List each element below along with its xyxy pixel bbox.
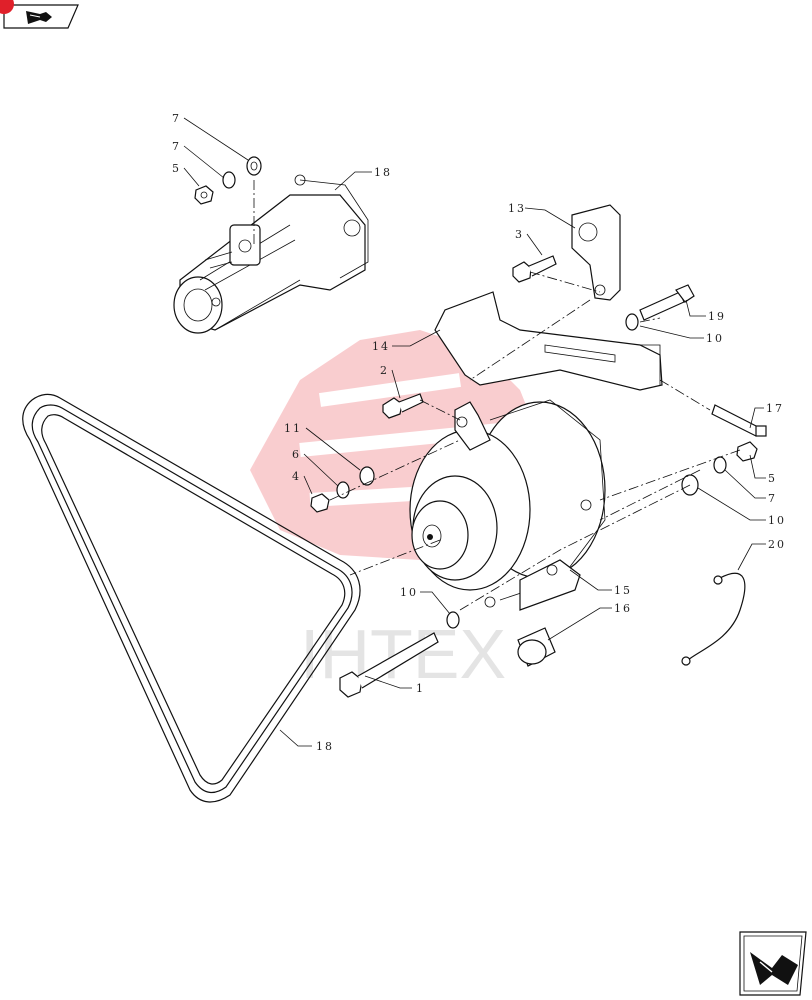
bolt-3 <box>512 255 557 283</box>
callout-17: 16 <box>614 602 632 615</box>
callout-4: 4 <box>292 470 301 483</box>
red-badge-icon <box>0 0 14 14</box>
nut-5-top <box>194 185 214 205</box>
arrow-right-icon <box>750 952 798 985</box>
washer-7-top <box>222 171 236 189</box>
callout-1: 1 <box>416 682 425 695</box>
washer-6 <box>336 481 350 499</box>
callout-2: 2 <box>380 364 389 377</box>
nut-4 <box>310 493 330 513</box>
v-belt-19 <box>22 393 361 803</box>
arrow-right-icon <box>26 11 52 24</box>
callout-20: 20 <box>768 538 786 551</box>
washer-11 <box>359 466 375 486</box>
callout-16: 17 <box>766 402 784 415</box>
washer-10-bottom <box>446 611 460 629</box>
next-page-button[interactable] <box>739 931 807 996</box>
previous-page-tab[interactable] <box>0 0 79 29</box>
callout-5-right: 5 <box>768 472 777 485</box>
stud-16 <box>711 404 767 437</box>
callout-11: 11 <box>284 422 302 435</box>
callout-19: 18 <box>316 740 334 753</box>
callout-7-top: 7 <box>172 140 181 153</box>
alternator-14 <box>409 399 606 611</box>
mounting-plate-13 <box>434 291 663 391</box>
callout-3: 3 <box>515 228 524 241</box>
starter-motor <box>173 174 369 334</box>
bracket-12 <box>571 204 621 301</box>
callout-7-right: 7 <box>768 492 777 505</box>
callout-8: 10 <box>706 332 724 345</box>
callout-10-bottom: 10 <box>400 586 418 599</box>
callout-18: 19 <box>708 310 726 323</box>
bolt-2 <box>382 393 424 419</box>
callout-10-right: 10 <box>768 514 786 527</box>
callout-9: 7 <box>172 112 181 125</box>
washer-7-right <box>713 456 727 474</box>
callout-13: 14 <box>372 340 390 353</box>
callout-12: 13 <box>508 202 526 215</box>
nut-5-right <box>736 441 758 462</box>
washer-9-top <box>246 156 262 176</box>
callouts: 7 7 5 18 13 3 19 10 14 2 17 11 6 4 5 7 1… <box>172 112 786 753</box>
bolt-18 <box>639 284 695 321</box>
callout-6: 6 <box>292 448 301 461</box>
spacer-17 <box>517 627 556 667</box>
bolt-1 <box>339 632 439 698</box>
washer-8 <box>625 313 639 331</box>
callout-5-top: 5 <box>172 162 181 175</box>
callout-14: 15 <box>614 584 632 597</box>
ground-cable-20 <box>681 572 746 666</box>
callout-15: 18 <box>374 166 392 179</box>
